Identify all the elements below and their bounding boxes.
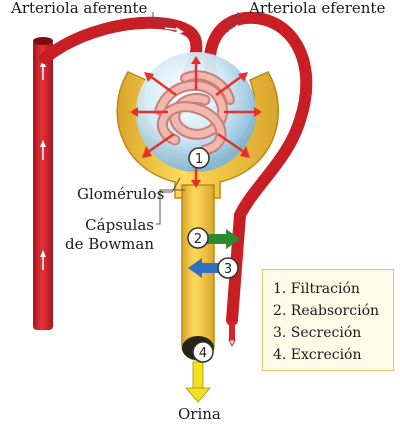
process-legend: 1. Filtración 2. Reabsorción 3. Secreció… [262,269,394,371]
label-glomerulos: Glomérulos [77,185,165,203]
label-capsulas-line2: de Bowman [65,235,154,253]
svg-text:4: 4 [199,346,207,361]
legend-item-filtracion: 1. Filtración [273,281,360,297]
label-arteriola-aferente: Arteriola aferente [11,0,148,17]
marker-3: 3 [217,257,239,279]
marker-2: 2 [187,227,209,249]
svg-text:2: 2 [194,232,202,247]
efferent-arteriole [203,11,313,326]
marker-4: 4 [192,341,214,363]
svg-text:1: 1 [195,152,203,167]
reabsorption-arrow [202,229,240,249]
leader-lines [152,12,239,225]
legend-item-secrecion: 3. Secreción [273,325,362,341]
marker-1: 1 [188,147,210,169]
excretion-arrow [185,361,211,403]
svg-text:3: 3 [224,262,232,277]
label-capsulas-line1: Cápsulas [85,216,154,234]
artery-left [33,37,53,330]
secretion-arrow [188,258,226,278]
glomerulus-capillaries [154,70,235,156]
legend-item-excrecion: 4. Excreción [273,347,362,363]
legend-item-reabsorcion: 2. Reabsorción [273,303,380,319]
label-arteriola-eferente: Arteriola eferente [249,0,386,17]
label-orina: Orina [178,405,221,423]
